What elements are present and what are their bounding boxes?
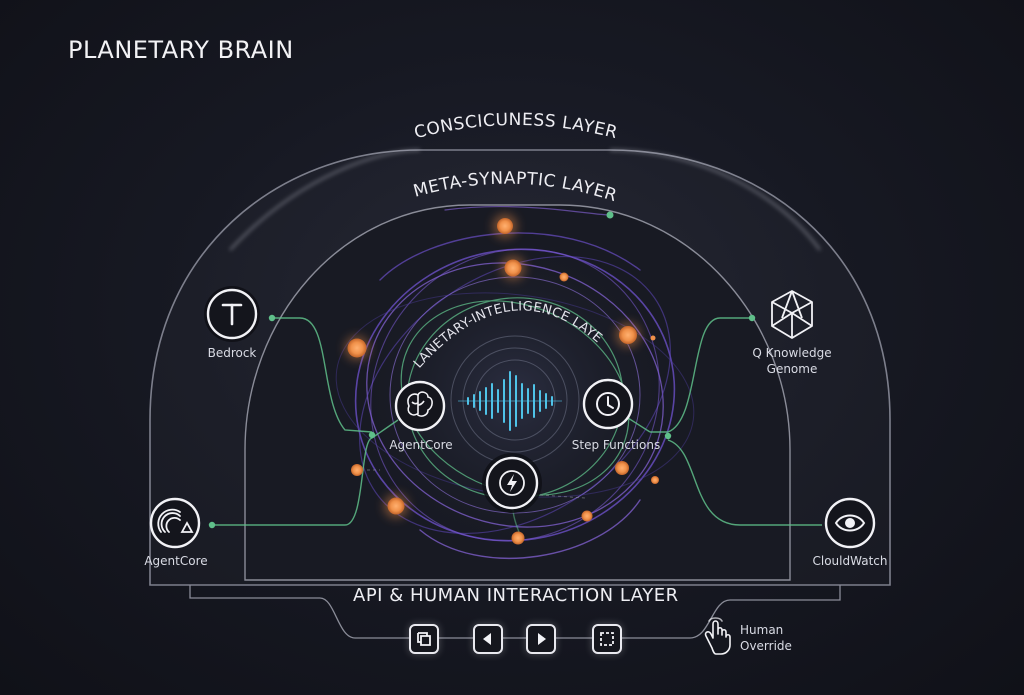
q-knowledge-label-line1: Q Knowledge — [752, 346, 832, 360]
agentcore-inner-node[interactable] — [394, 380, 446, 432]
api-human-layer-label: API & HUMAN INTERACTION LAYER — [353, 585, 679, 606]
orange-nodes — [345, 214, 659, 545]
triangle-left-icon — [483, 633, 491, 645]
lambda-node[interactable] — [482, 453, 542, 513]
eye-icon — [834, 514, 866, 532]
fit-frame-button[interactable] — [409, 624, 439, 654]
frame-corners-icon — [417, 632, 431, 646]
step-functions-node[interactable] — [582, 378, 634, 430]
letter-t-icon — [221, 303, 243, 326]
hand-pointer-icon[interactable] — [704, 617, 731, 655]
q-knowledge-node[interactable] — [771, 290, 813, 339]
green-connectors — [212, 317, 822, 536]
q-knowledge-label: Q Knowledge Genome — [742, 345, 842, 377]
orbit-rings — [335, 205, 695, 559]
human-override-line2: Override — [740, 639, 792, 653]
q-knowledge-label-line2: Genome — [766, 362, 818, 376]
bedrock-label: Bedrock — [207, 346, 257, 360]
agentcore-outer-label: AgentCore — [144, 554, 208, 568]
cloudwatch-label: ClouldWatch — [812, 554, 888, 568]
triangle-right-icon — [538, 633, 546, 645]
polyhedron-icon — [771, 290, 813, 339]
svg-text:CONSCICUNESS LAYER: CONSCICUNESS LAYER — [412, 110, 620, 143]
agentcore-outer-node[interactable] — [149, 497, 201, 549]
cloudwatch-node[interactable] — [824, 497, 876, 549]
lightning-icon — [499, 470, 525, 496]
clock-icon — [596, 392, 620, 416]
page-title: PLANETARY BRAIN — [68, 36, 294, 64]
consciousness-layer-label: CONSCICUNESS LAYER — [412, 110, 619, 143]
previous-button[interactable] — [473, 624, 503, 654]
next-button[interactable] — [526, 624, 556, 654]
dashed-square-icon — [600, 632, 614, 646]
step-functions-label: Step Functions — [571, 438, 661, 452]
bedrock-node[interactable] — [204, 286, 260, 342]
human-override-line1: Human — [740, 623, 784, 637]
api-layer-frame — [189, 585, 841, 639]
expand-button[interactable] — [592, 624, 622, 654]
brain-icon — [407, 391, 433, 417]
agentcore-inner-label: AgentCore — [389, 438, 453, 452]
signal-arc-icon — [157, 508, 194, 533]
human-override-label[interactable]: Human Override — [740, 622, 792, 654]
